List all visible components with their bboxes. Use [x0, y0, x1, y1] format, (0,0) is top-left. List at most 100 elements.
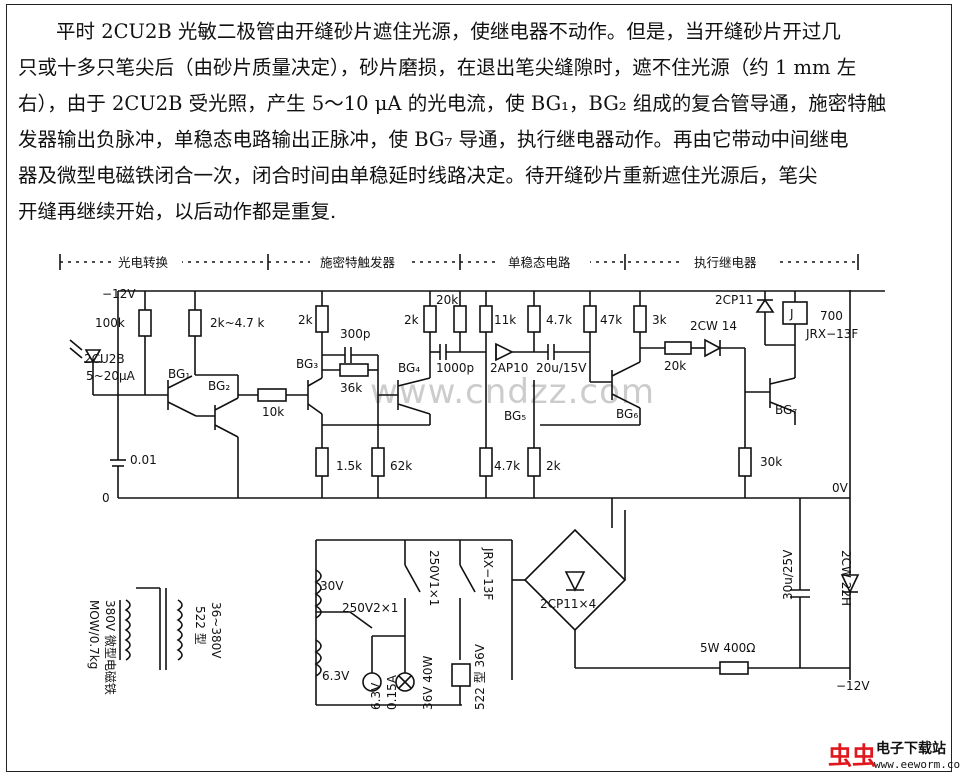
label-47k: 47k — [600, 313, 622, 327]
label-11k: 11k — [494, 313, 516, 327]
resistor-2k-c — [527, 447, 541, 477]
label-relay-j: J — [789, 307, 794, 321]
section-label-schmitt: 施密特触发器 — [320, 255, 396, 270]
label-bg5: BG₅ — [504, 409, 526, 423]
paragraph-line-4: 发器输出负脉冲，单稳态电路输出正脉冲，使 BG₇ 导通，执行继电器动作。再由它带… — [18, 128, 849, 151]
label-sw250v1: 250V1×1 — [427, 550, 441, 606]
label-bg6: BG₆ — [616, 407, 638, 421]
resistor-20k-top — [453, 305, 467, 333]
site-logo: 虫虫 电子下载站 www.eeworm.com — [810, 724, 960, 774]
label-62k: 62k — [390, 459, 412, 473]
label-pd-range: 5~20μA — [86, 369, 136, 383]
resistor-3k — [633, 305, 647, 333]
label-trans-b: 36~380V — [209, 602, 223, 659]
power-rails — [118, 290, 885, 499]
paragraph-line-2: 只或十多只笔尖后（由砂片质量决定），砂片磨损，在退出笔尖缝隙时，遮不住光源（约 … — [18, 56, 857, 79]
diode-2cp11-top — [755, 298, 775, 313]
description-paragraph: 平时 2CU2B 光敏二极管由开缝砂片遮住光源，使继电器不动作。但是，当开缝砂片… — [18, 14, 938, 230]
label-10k: 10k — [262, 405, 284, 419]
label-2k-b: 2k — [404, 313, 419, 327]
resistor-20k-mid — [664, 341, 692, 355]
resistor-11k — [479, 305, 493, 333]
label-jrx13f-b: JRX−13F — [481, 547, 495, 600]
resistor-2k-b — [423, 305, 437, 333]
resistor-100k — [138, 309, 152, 337]
label-2cw22h: 2CW 22H — [839, 550, 853, 606]
resistor-30k — [738, 447, 752, 477]
logo-cn: 虫虫 — [828, 742, 876, 770]
paragraph-line-3: 右），由于 2CU2B 受光照，产生 5～10 μA 的光电流，使 BG₁，BG… — [18, 92, 887, 115]
label-jrx13f: JRX−13F — [805, 327, 858, 341]
label-001: 0.01 — [130, 453, 157, 467]
label-2cp11-top: 2CP11 — [715, 293, 754, 307]
resistor-62k — [371, 447, 385, 477]
label-300p: 300p — [340, 327, 371, 341]
label-mag-b: 380V 微型电磁铁 — [103, 600, 118, 695]
label-1000p: 1000p — [436, 361, 474, 375]
power-supply — [314, 498, 860, 706]
relay-522-36v — [451, 663, 471, 687]
label-20k-top: 20k — [436, 293, 458, 307]
monostable-stage — [479, 291, 745, 498]
resistor-10k — [257, 388, 287, 402]
resistor-4.7k-a — [527, 305, 541, 333]
label-bg3: BG₃ — [296, 357, 318, 371]
zener-2cw22h — [840, 574, 860, 594]
paragraph-line-5: 器及微型电磁铁闭合一次，闭合时间由单稳延时线路决定。待开缝砂片重新遮住光源后，笔… — [18, 164, 818, 187]
label-zero: 0 — [102, 491, 110, 505]
label-trans-a: 522 型 — [193, 606, 207, 645]
paragraph-line-6: 开缝再继续开始，以后动作都是重复. — [18, 200, 337, 223]
label-relay-522: 522 型 36V — [473, 643, 487, 710]
section-label-photo: 光电转换 — [118, 255, 169, 270]
label-mag-a: MOW/0.7kg — [87, 600, 101, 669]
paragraph-line-1: 平时 2CU2B 光敏二极管由开缝砂片遮住光源，使继电器不动作。但是，当开缝砂片… — [56, 20, 841, 43]
diode-2ap10 — [495, 342, 514, 362]
schmitt-stage — [307, 291, 486, 498]
label-20k-mid: 20k — [664, 359, 686, 373]
electromagnet-transformer — [119, 587, 183, 670]
label-bg7: BG₇ — [775, 403, 797, 417]
label-2k-a: 2k — [298, 313, 313, 327]
label-bridge: 2CP11×4 — [540, 597, 596, 611]
label-4.7k-a: 4.7k — [546, 313, 572, 327]
label-30k: 30k — [760, 455, 782, 469]
photo-stage — [69, 291, 308, 498]
label-2cu2b: 2CU2B — [84, 352, 125, 366]
section-label-relay: 执行继电器 — [694, 255, 757, 270]
resistor-4.7k-b — [479, 447, 493, 477]
resistor-1.5k — [315, 447, 329, 477]
resistor-36k — [339, 363, 369, 377]
label-20u: 20u/15V — [536, 361, 587, 375]
logo-url: www.eeworm.com — [874, 758, 960, 771]
label-1.5k: 1.5k — [336, 459, 362, 473]
label-3k: 3k — [652, 313, 667, 327]
label-36k: 36k — [340, 381, 362, 395]
section-label-monostable: 单稳态电路 — [508, 255, 571, 270]
label-fuse: 0.15A — [385, 674, 399, 710]
resistor-2k-4.7k — [188, 309, 202, 337]
label-neg12-top: −12V — [102, 287, 136, 301]
relay-coil-jrx13f — [782, 301, 808, 325]
resistor-5w-400 — [719, 661, 749, 675]
label-bg4: BG₄ — [398, 361, 420, 375]
label-30u25v: 30u/25V — [781, 549, 795, 600]
label-100k: 100k — [95, 316, 125, 330]
photodiode-symbol — [84, 349, 102, 364]
watermark: www.cndzz.com — [370, 372, 656, 412]
label-bg1: BG₁ — [168, 367, 190, 381]
label-30v: 30V — [320, 579, 344, 593]
label-6.3v: 6.3V — [322, 669, 350, 683]
label-700: 700 — [820, 309, 843, 323]
label-4.7k-b: 4.7k — [494, 459, 520, 473]
label-lamp-6.3v: 6.3V — [369, 682, 383, 710]
label-lamp-36v: 36V 40W — [421, 655, 435, 710]
label-2k-c: 2k — [546, 459, 561, 473]
label-neg12-bottom: −12V — [836, 679, 870, 693]
resistor-47k — [583, 305, 597, 333]
logo-sub: 电子下载站 — [876, 741, 946, 757]
label-bg2: BG₂ — [208, 379, 230, 393]
label-5w-400: 5W 400Ω — [700, 641, 755, 655]
label-2cw14: 2CW 14 — [690, 319, 737, 333]
resistor-2k-a — [315, 305, 329, 333]
